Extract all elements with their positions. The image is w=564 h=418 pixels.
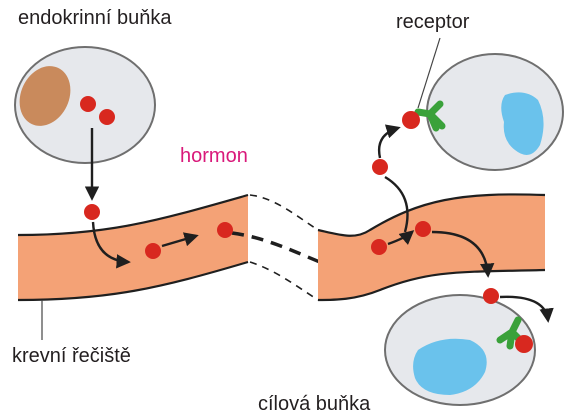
hormone-dot [99, 109, 115, 125]
bloodstream-label: krevní řečiště [12, 345, 131, 367]
blood-vessel-right-segment [318, 194, 545, 300]
hormone-dot [483, 288, 499, 304]
hormone-dot [145, 243, 161, 259]
blood-vessel-left-segment [18, 195, 248, 300]
endocrine-cell [10, 47, 155, 163]
hormone-dot [217, 222, 233, 238]
hormone-dot [80, 96, 96, 112]
hormone-dot [84, 204, 100, 220]
hormone-dot [415, 221, 431, 237]
target-cell-membrane [427, 54, 563, 170]
target-cell-upper [427, 54, 563, 170]
hormone-dot [402, 111, 420, 129]
hormone-dot [372, 159, 388, 175]
hormone-label: hormon [180, 145, 248, 167]
receptor-label: receptor [396, 11, 470, 33]
hormone-dot [515, 335, 533, 353]
target-cell-lower [385, 295, 535, 405]
hormone-dot [371, 239, 387, 255]
endocrine-cell-label: endokrinní buňka [18, 7, 172, 29]
target-cell-label: cílová buňka [258, 393, 371, 415]
receptor-upper [402, 104, 442, 129]
